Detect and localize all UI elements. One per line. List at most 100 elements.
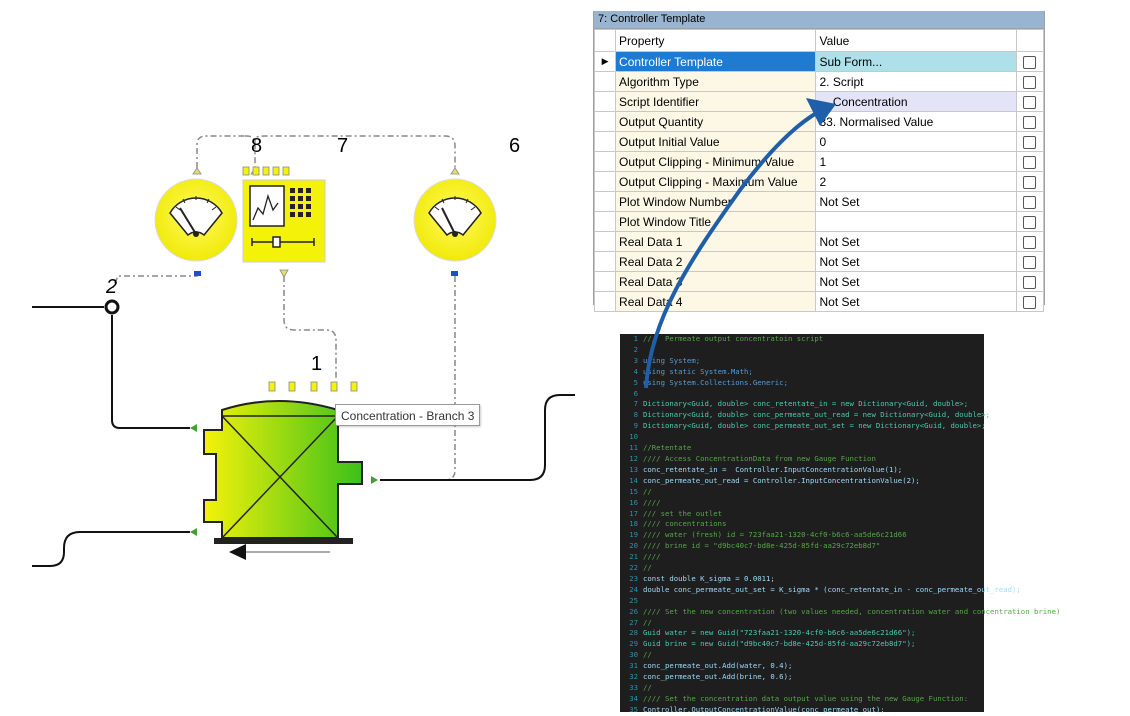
- row-selector[interactable]: [593, 211, 617, 232]
- row-selector[interactable]: [593, 71, 617, 92]
- code-text-line: Guid brine = new Guid("d9bc40c7-bd8e-425…: [643, 639, 916, 649]
- row-checkbox-cell: [1015, 191, 1045, 212]
- code-text-line: //: [643, 650, 652, 660]
- code-text[interactable]: 1/// Permeate output concentratoin scrip…: [620, 334, 1060, 716]
- property-name: Algorithm Type: [615, 71, 817, 92]
- row-checkbox[interactable]: [1023, 115, 1037, 129]
- row-checkbox[interactable]: [1023, 175, 1037, 189]
- property-value[interactable]: [815, 211, 1017, 232]
- property-row[interactable]: Plot Window Title: [593, 211, 1045, 232]
- controller-block[interactable]: [242, 166, 326, 263]
- code-text-line: conc_permeate_out_read = Controller.Inpu…: [643, 475, 920, 485]
- property-value[interactable]: ... Concentration: [815, 91, 1017, 112]
- line-number: 9: [633, 421, 638, 431]
- property-value[interactable]: Not Set: [815, 231, 1017, 252]
- node-label-8: 8: [251, 135, 262, 157]
- row-checkbox[interactable]: [1023, 75, 1037, 89]
- vessel-unit[interactable]: [190, 381, 378, 560]
- controller-ports: [242, 166, 290, 176]
- property-name: Plot Window Title: [615, 211, 817, 232]
- property-value[interactable]: 2. Script: [815, 71, 1017, 92]
- property-value[interactable]: Not Set: [815, 271, 1017, 292]
- property-value[interactable]: 1: [815, 151, 1017, 172]
- code-text-line: //: [643, 617, 652, 627]
- property-value[interactable]: Sub Form...: [815, 51, 1017, 72]
- property-row[interactable]: Script Identifier... Concentration: [593, 91, 1045, 112]
- row-selector[interactable]: [593, 171, 617, 192]
- code-line: 2: [620, 345, 984, 356]
- code-line: 26//// Set the new concentration (two va…: [620, 607, 1060, 618]
- row-selector[interactable]: [593, 91, 617, 112]
- row-checkbox-cell: [1015, 131, 1045, 152]
- column-header-property[interactable]: Property: [615, 29, 817, 52]
- row-checkbox[interactable]: [1023, 95, 1037, 109]
- code-text-line: using static System.Math;: [643, 366, 753, 376]
- code-line: 30//: [620, 650, 984, 661]
- row-selector[interactable]: [593, 131, 617, 152]
- row-checkbox[interactable]: [1023, 295, 1037, 309]
- row-checkbox[interactable]: [1023, 135, 1037, 149]
- row-selector[interactable]: [593, 251, 617, 272]
- line-number: 11: [629, 443, 638, 453]
- line-number: 31: [629, 661, 638, 671]
- property-value[interactable]: Not Set: [815, 291, 1017, 312]
- line-number: 35: [629, 704, 638, 714]
- script-editor[interactable]: 1/// Permeate output concentratoin scrip…: [620, 334, 1060, 714]
- row-checkbox[interactable]: [1023, 215, 1037, 229]
- property-value[interactable]: 33. Normalised Value: [815, 111, 1017, 132]
- row-selector[interactable]: [593, 111, 617, 132]
- row-checkbox[interactable]: [1023, 235, 1037, 249]
- column-header-value[interactable]: Value: [815, 29, 1017, 52]
- left-gauge[interactable]: [154, 178, 238, 262]
- property-value[interactable]: Not Set: [815, 251, 1017, 272]
- row-checkbox[interactable]: [1023, 55, 1037, 69]
- code-text-line: //// water (fresh) id = 723faa21-1320-4c…: [643, 530, 907, 540]
- property-value[interactable]: 2: [815, 171, 1017, 192]
- row-selector[interactable]: [593, 271, 617, 292]
- row-checkbox-cell: [1015, 211, 1045, 232]
- right-gauge[interactable]: [413, 178, 497, 262]
- code-text-line: double conc_permeate_out_set = K_sigma *…: [643, 584, 1021, 594]
- row-checkbox[interactable]: [1023, 195, 1037, 209]
- node-label-2: 2: [105, 276, 117, 298]
- row-checkbox[interactable]: [1023, 155, 1037, 169]
- row-checkbox[interactable]: [1023, 255, 1037, 269]
- code-text-line: //: [643, 486, 652, 496]
- row-selector-arrow-icon[interactable]: ▶: [593, 51, 617, 72]
- line-number: 3: [633, 355, 638, 365]
- property-value[interactable]: Not Set: [815, 191, 1017, 212]
- node-label-1: 1: [311, 353, 322, 375]
- row-selector[interactable]: [593, 191, 617, 212]
- property-value[interactable]: 0: [815, 131, 1017, 152]
- row-selector[interactable]: [593, 231, 617, 252]
- row-checkbox[interactable]: [1023, 275, 1037, 289]
- property-name: Real Data 2: [615, 251, 817, 272]
- property-name: Controller Template: [615, 51, 817, 72]
- row-selector[interactable]: [593, 151, 617, 172]
- junction-node[interactable]: [104, 299, 120, 315]
- row-selector[interactable]: [593, 291, 617, 312]
- property-grid[interactable]: 7: Controller Template Property Value ▶C…: [593, 11, 1045, 312]
- property-table-header: Property Value: [593, 29, 1045, 52]
- code-text-line: using System.Collections.Generic;: [643, 377, 788, 387]
- line-number: 1: [633, 334, 638, 343]
- line-number: 16: [629, 497, 638, 507]
